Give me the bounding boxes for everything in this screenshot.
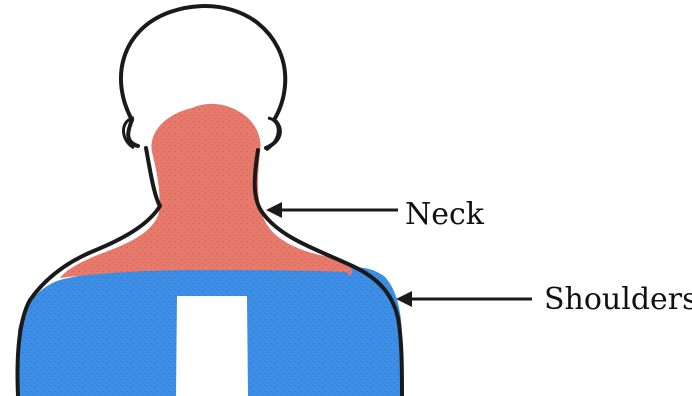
- neck-texture: [60, 104, 352, 278]
- shoulders-label: Shoulders: [544, 285, 692, 315]
- spine-gap: [176, 296, 248, 396]
- arrow-left-icon: [396, 291, 412, 307]
- neck-pointer: [266, 202, 398, 218]
- neck-label: Neck: [405, 200, 484, 230]
- arrow-left-icon: [266, 202, 282, 218]
- shoulders-pointer: [396, 291, 532, 307]
